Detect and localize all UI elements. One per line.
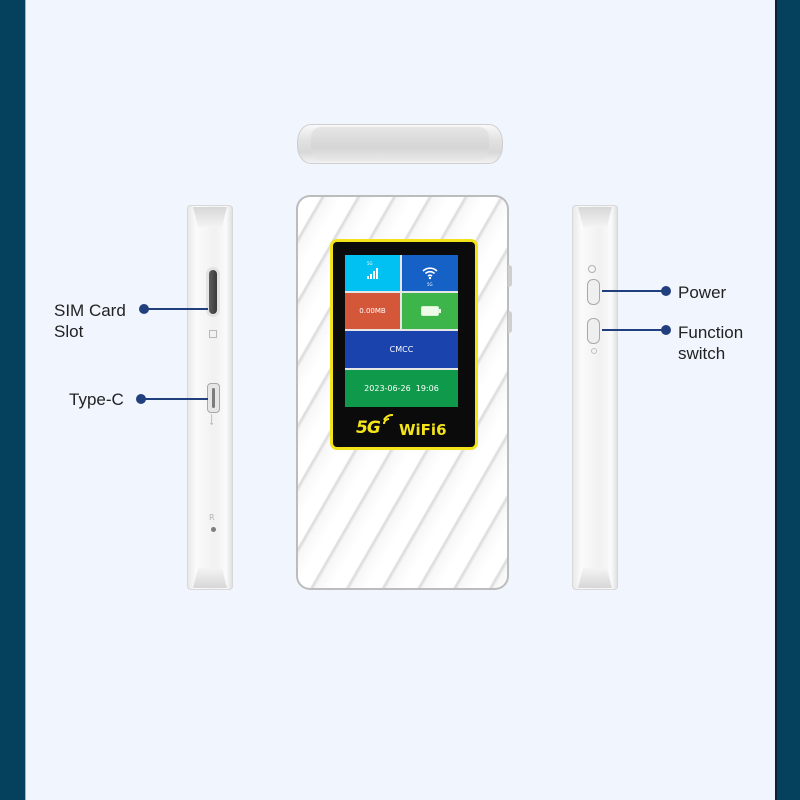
data-usage-value: 0.00MB	[359, 307, 386, 315]
wifi-icon	[422, 267, 438, 280]
side-cap-top	[578, 207, 612, 227]
sim-card-slot	[209, 270, 217, 314]
sim-card-slot-label: SIM Card Slot	[54, 300, 126, 342]
datetime-value: 2023-06-26 19:06	[364, 384, 439, 393]
data-usage-tile: 0.00MB	[345, 293, 400, 329]
function-switch-button	[587, 318, 600, 344]
operator-tile: CMCC	[345, 331, 458, 368]
logo-5g-text: 5G	[356, 418, 381, 438]
side-cap-bottom	[193, 568, 227, 588]
device-top-view	[297, 124, 503, 164]
function-callout-line	[602, 329, 664, 331]
sim-icon	[209, 330, 217, 338]
power-callout-dot	[661, 286, 671, 296]
sim-callout-dot	[139, 304, 149, 314]
operator-name: CMCC	[389, 345, 414, 354]
lcd-screen: 5G 5G 0.00MB CMCC 2023-06-26 19:06	[345, 255, 458, 407]
wifi-tile: 5G	[402, 255, 458, 291]
function-callout-dot	[661, 325, 671, 335]
sim-callout-line	[146, 308, 208, 310]
type-c-callout-dot	[136, 394, 146, 404]
device-left-side-view: ⟿ R	[187, 205, 233, 590]
reset-icon: R	[209, 513, 215, 522]
front-side-button-function	[508, 311, 512, 333]
device-right-side-view	[572, 205, 618, 590]
datetime-tile: 2023-06-26 19:06	[345, 370, 458, 407]
power-icon	[588, 265, 596, 273]
reset-hole	[211, 527, 216, 532]
frame-right	[775, 0, 800, 800]
type-c-port	[207, 383, 220, 413]
power-button	[587, 279, 600, 305]
wifi-band-label: 5G	[427, 282, 433, 287]
logo-wifi6-text: WiFi6	[399, 421, 447, 439]
battery-full-icon	[421, 306, 441, 316]
side-cap-top	[193, 207, 227, 227]
sim-label-line2: Slot	[54, 322, 84, 341]
front-side-button-power	[508, 265, 512, 287]
function-label-line2: switch	[678, 344, 726, 363]
function-indicator-icon	[591, 348, 597, 354]
sim-label-line1: SIM Card	[54, 301, 126, 320]
signal-tile: 5G	[345, 255, 400, 291]
logo-signal-wave-icon	[383, 414, 394, 425]
power-label: Power	[678, 283, 727, 302]
battery-tile	[402, 293, 458, 329]
5g-wifi6-logo: 5G WiFi6	[356, 414, 456, 440]
function-label-line1: Function	[678, 323, 744, 342]
signal-bars-icon	[366, 268, 378, 279]
usb-icon: ⟿	[207, 413, 217, 426]
frame-left	[0, 0, 26, 800]
power-callout-line	[602, 290, 664, 292]
type-c-callout-line	[143, 398, 208, 400]
function-switch-label: Function switch	[678, 322, 743, 364]
side-cap-bottom	[578, 568, 612, 588]
signal-network-label: 5G	[367, 261, 373, 266]
type-c-label: Type-C	[69, 390, 124, 409]
